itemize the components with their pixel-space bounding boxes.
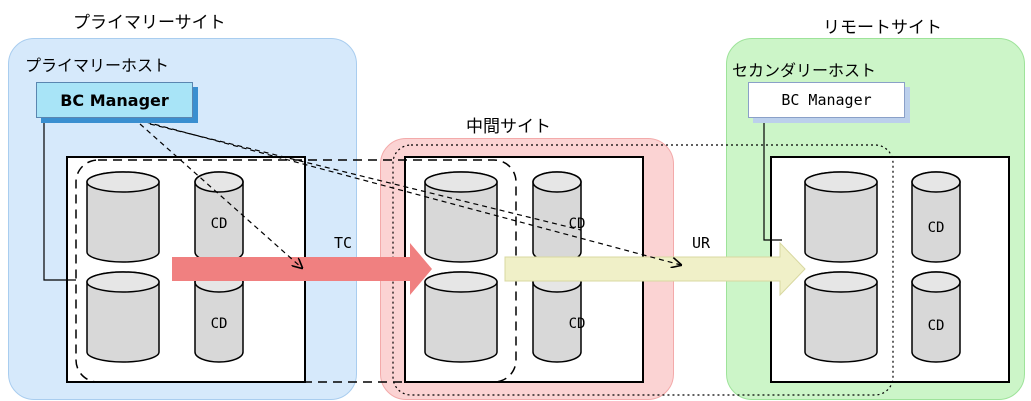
tc-label: TC: [334, 234, 352, 252]
tc-pair-dashed-group: [75, 159, 517, 383]
remote-site-label: リモートサイト: [823, 18, 942, 38]
secondary-bc-manager: BC Manager: [748, 82, 905, 118]
cd-label-intermediate-1: CD: [569, 216, 586, 232]
intermediate-site-label: 中間サイト: [466, 117, 551, 137]
ur-pair-dotted-group: [392, 144, 894, 396]
cd-label-remote-1: CD: [928, 220, 945, 236]
cd-label-primary-2: CD: [211, 316, 228, 332]
intermediate-volume-1: [424, 171, 498, 263]
ur-label: UR: [692, 234, 711, 252]
secondary-host-connection: [763, 119, 782, 241]
control-arrow-to-intermediate-volume: [149, 123, 582, 231]
intermediate-volume-3: [424, 271, 498, 363]
remote-volume-2: [911, 171, 961, 263]
cd-label-remote-2: CD: [928, 318, 945, 334]
remote-volume-3: [804, 271, 878, 363]
primary-volume-3: [86, 271, 160, 363]
primary-site-label: プライマリーサイト: [73, 13, 226, 33]
primary-bc-manager: BC Manager: [36, 82, 193, 118]
primary-host-label: プライマリーホスト: [25, 56, 170, 75]
secondary-host-label: セカンダリーホスト: [732, 61, 877, 80]
cd-label-primary-1: CD: [211, 216, 228, 232]
primary-volume-2: [194, 171, 244, 263]
primary-host-connection: [43, 121, 76, 281]
intermediate-volume-2: [532, 171, 582, 263]
primary-volume-1: [86, 171, 160, 263]
ur-copy-arrow: [504, 241, 806, 297]
control-arrow-to-remote-volume: [145, 121, 681, 265]
control-arrow-to-primary-volume: [139, 123, 302, 268]
remote-volume-4: [911, 271, 961, 363]
cd-label-intermediate-2: CD: [569, 316, 586, 332]
remote-volume-1: [804, 171, 878, 263]
